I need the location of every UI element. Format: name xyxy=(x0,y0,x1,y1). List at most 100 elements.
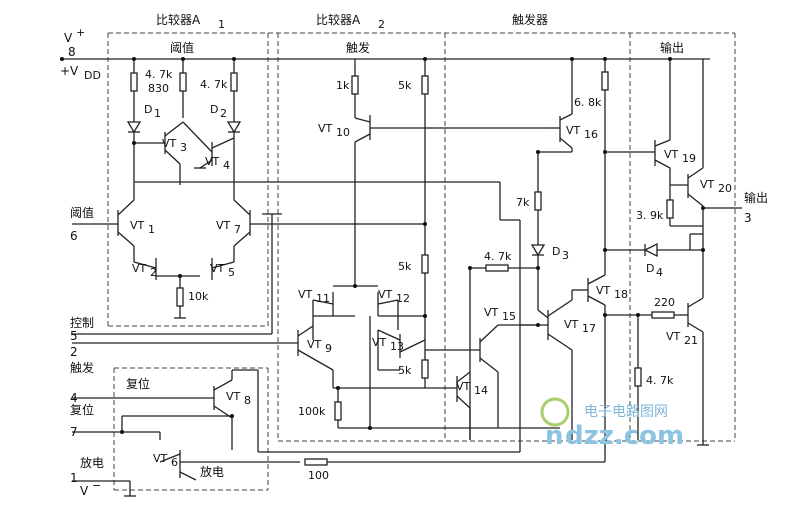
discharge-inner-label: 放电 xyxy=(200,464,224,479)
r-100k-label: 100k xyxy=(298,405,326,418)
pin-7-label: 7 xyxy=(70,425,78,439)
pin-8-label: 8 xyxy=(68,45,76,59)
vt12-subscript: 12 xyxy=(396,292,410,305)
vt19-subscript: 19 xyxy=(682,152,696,165)
watermark-logo-letter: n xyxy=(545,421,564,451)
r-7k-label: 7k xyxy=(516,196,530,209)
pin-3-label: 3 xyxy=(744,211,752,225)
comparator-a2-subscript: 2 xyxy=(378,18,385,31)
vt11-subscript: 11 xyxy=(316,292,330,305)
vdd-subscript: DD xyxy=(84,69,101,82)
flipflop-circuit xyxy=(425,59,655,462)
vt7-label: VT xyxy=(216,219,231,232)
trigger-flipflop-title: 触发器 xyxy=(512,12,548,27)
vt16-label: VT xyxy=(566,124,581,137)
vt20-subscript: 20 xyxy=(718,182,732,195)
r-220-label: 220 xyxy=(654,296,675,309)
vt11-label: VT xyxy=(298,288,313,301)
threshold-pin-label: 阈值 xyxy=(70,205,94,220)
vt15-label: VT xyxy=(484,306,499,319)
vt12-label: VT xyxy=(378,288,393,301)
pin-1-label: 1 xyxy=(70,471,78,485)
reset-inner-label: 复位 xyxy=(126,376,150,391)
pin-2-label: 2 xyxy=(70,345,78,359)
pin-5-label: 5 xyxy=(70,329,78,343)
vt1-subscript: 1 xyxy=(148,223,155,236)
r-3k9-label: 3. 9k xyxy=(636,209,664,222)
comparator-a2-title: 比较器A xyxy=(316,12,361,27)
reset-pin-label: 复位 xyxy=(70,402,94,417)
vt9-subscript: 9 xyxy=(325,342,332,355)
r-100-label: 100 xyxy=(308,469,329,482)
d2-label: D xyxy=(210,103,218,116)
r-4k7-label-4: 4. 7k xyxy=(646,374,674,387)
d3-subscript: 3 xyxy=(562,249,569,262)
r-1k-label: 1k xyxy=(336,79,350,92)
vt6-label: VT xyxy=(153,452,168,465)
vt19-label: VT xyxy=(664,148,679,161)
vt20-label: VT xyxy=(700,178,715,191)
vt21-subscript: 21 xyxy=(684,334,698,347)
trigger-subtitle: 触发 xyxy=(346,40,370,55)
vt17-subscript: 17 xyxy=(582,322,596,335)
comparator-a1-circuit xyxy=(72,59,501,319)
d3-label: D xyxy=(552,245,560,258)
section-boxes xyxy=(107,32,736,491)
vt2-subscript: 2 xyxy=(150,266,157,279)
vt17-label: VT xyxy=(564,318,579,331)
control-pin-label: 控制 xyxy=(70,316,94,330)
r-4k7-label-2: 4. 7k xyxy=(200,78,228,91)
vt10-subscript: 10 xyxy=(336,126,350,139)
vt13-subscript: 13 xyxy=(390,340,404,353)
pin-4-label: 4 xyxy=(70,391,78,405)
junction-dots xyxy=(120,57,705,442)
trigger-pin-label: 触发 xyxy=(70,360,94,375)
vt7-subscript: 7 xyxy=(234,223,241,236)
vt4-subscript: 4 xyxy=(223,159,230,172)
vt4-label: VT xyxy=(205,155,220,168)
vt3-label: VT xyxy=(162,137,177,150)
watermark: n 电子电路图网 dzz.com xyxy=(540,397,684,451)
vt13-label: VT xyxy=(372,336,387,349)
comparator-a1-subscript: 1 xyxy=(218,18,225,31)
r-10k-label: 10k xyxy=(188,290,209,303)
output-stage-circuit xyxy=(605,59,742,446)
watermark-site-name: 电子电路图网 xyxy=(584,404,668,420)
r-4k7-label-3: 4. 7k xyxy=(484,250,512,263)
vdd-label: +V xyxy=(60,64,79,78)
comparator-a1-title: 比较器A xyxy=(156,12,201,27)
vt18-label: VT xyxy=(596,284,611,297)
vt21-label: VT xyxy=(666,330,681,343)
vt5-subscript: 5 xyxy=(228,266,235,279)
vt14-label: VT xyxy=(456,380,471,393)
pin-6-label: 6 xyxy=(70,229,78,243)
comparator-a2-circuit xyxy=(72,59,560,429)
vt18-subscript: 18 xyxy=(614,288,628,301)
r-5k-label-b: 5k xyxy=(398,260,412,273)
vminus-label: V xyxy=(80,484,89,498)
output-pin-label: 输出 xyxy=(744,190,768,205)
vt1-label: VT xyxy=(130,219,145,232)
output-subtitle: 输出 xyxy=(660,40,684,55)
d4-subscript: 4 xyxy=(656,266,663,279)
vt9-label: VT xyxy=(307,338,322,351)
watermark-domain: dzz.com xyxy=(565,421,684,451)
vt14-subscript: 14 xyxy=(474,384,488,397)
discharge-pin-label: 放电 xyxy=(80,455,104,470)
r-6k8-label: 6. 8k xyxy=(574,96,602,109)
d1-label: D xyxy=(144,103,152,116)
threshold-subtitle: 阈值 xyxy=(170,40,194,55)
vt3-subscript: 3 xyxy=(180,141,187,154)
r-5k-label-c: 5k xyxy=(398,364,412,377)
vt16-subscript: 16 xyxy=(584,128,598,141)
r-830-label: 830 xyxy=(148,82,169,95)
vt8-subscript: 8 xyxy=(244,394,251,407)
vt2-label: VT xyxy=(132,262,147,275)
vminus-sup: − xyxy=(92,479,101,492)
d4-label: D xyxy=(646,262,654,275)
d1-subscript: 1 xyxy=(154,107,161,120)
vt15-subscript: 15 xyxy=(502,310,516,323)
vt10-label: VT xyxy=(318,122,333,135)
r-5k-label-a: 5k xyxy=(398,79,412,92)
